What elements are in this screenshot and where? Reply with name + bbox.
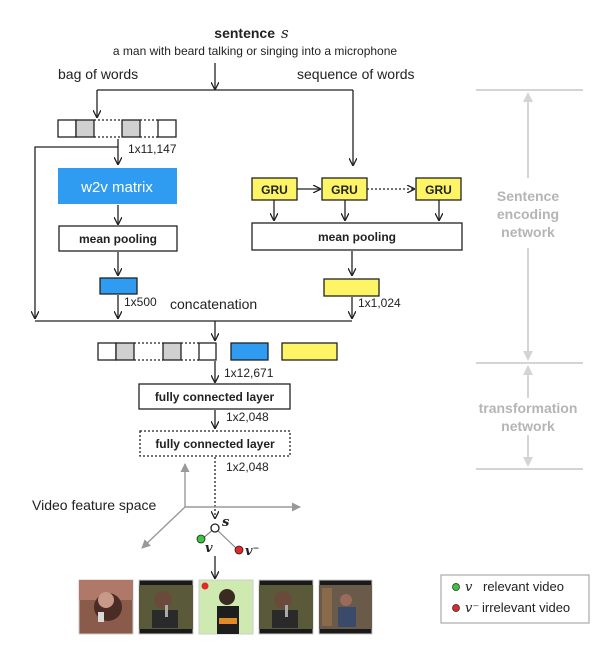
bow-mean-pooling-label: mean pooling bbox=[79, 232, 157, 246]
svg-text:GRU: GRU bbox=[261, 183, 288, 197]
bow-dim-label: 1x11,147 bbox=[128, 142, 177, 156]
relevant-point-label: v bbox=[205, 541, 213, 556]
transformation-label: transformation bbox=[479, 400, 578, 416]
sentence-encoding-label: Sentence bbox=[497, 188, 559, 204]
sentence-variable: s bbox=[281, 24, 289, 42]
sentence-title: sentence bbox=[214, 25, 275, 41]
sentence-point bbox=[210, 523, 220, 533]
red-dot-icon bbox=[452, 604, 460, 612]
fc-layer-1-box bbox=[138, 383, 291, 410]
fc-layer-2-box bbox=[139, 430, 291, 457]
legend-item-irrelevant: v⁻ irrelevant video bbox=[452, 600, 570, 616]
concatenation-label: concatenation bbox=[170, 296, 257, 312]
gru-dim-label: 1x1,024 bbox=[358, 296, 401, 310]
concat-dim-label: 1x12,671 bbox=[224, 366, 274, 380]
bow-vector bbox=[57, 119, 177, 138]
gru-mean-pooling-label: mean pooling bbox=[318, 230, 396, 244]
w2v-matrix-box bbox=[58, 168, 177, 204]
sentence-point-label: s bbox=[222, 515, 230, 530]
green-dot-icon bbox=[452, 583, 460, 591]
gru-output-vector bbox=[323, 278, 380, 297]
svg-text:v: v bbox=[465, 580, 473, 595]
relevant-video-point bbox=[196, 534, 206, 544]
video-thumbnail[interactable] bbox=[258, 579, 314, 635]
fc-layer-1-label: fully connected layer bbox=[155, 390, 275, 404]
bag-of-words-label: bag of words bbox=[58, 66, 138, 82]
irrelevant-point-label: v⁻ bbox=[245, 544, 259, 559]
irrelevant-video-point bbox=[234, 545, 244, 555]
gru-cell: GRU bbox=[321, 177, 368, 201]
sentence-encoding-label: network bbox=[501, 224, 555, 240]
video-thumbnail[interactable] bbox=[318, 579, 373, 635]
gru-mean-pooling-box bbox=[251, 222, 463, 251]
transformation-label: network bbox=[501, 418, 555, 434]
bow-mean-pooling-box bbox=[58, 225, 178, 252]
sequence-of-words-label: sequence of words bbox=[297, 66, 415, 82]
fc-layer-1-dim: 1x2,048 bbox=[226, 410, 269, 424]
sentence-text: a man with beard talking or singing into… bbox=[113, 44, 397, 58]
feature-space-axes bbox=[141, 463, 301, 549]
gru-cell: GRU bbox=[251, 177, 298, 201]
video-thumbnail[interactable] bbox=[138, 579, 194, 635]
legend-item-relevant: v relevant video bbox=[452, 579, 564, 595]
sentence-encoding-label: encoding bbox=[497, 206, 559, 222]
w2v-dim-label: 1x500 bbox=[124, 295, 157, 309]
svg-text:relevant video: relevant video bbox=[483, 579, 564, 594]
bow-skip-line bbox=[35, 146, 118, 318]
svg-text:GRU: GRU bbox=[425, 183, 452, 197]
svg-text:GRU: GRU bbox=[331, 183, 358, 197]
w2v-output-vector bbox=[99, 277, 138, 295]
svg-text:irrelevant video: irrelevant video bbox=[482, 600, 570, 615]
video-thumbnail[interactable] bbox=[78, 579, 134, 635]
s-to-vneg-line bbox=[214, 527, 238, 550]
irrelevant-marker-icon bbox=[201, 582, 209, 590]
side-bracket bbox=[476, 89, 583, 470]
w2v-matrix-label: w2v matrix bbox=[80, 179, 153, 196]
feature-space-label: Video feature space bbox=[32, 497, 156, 513]
legend: v relevant video v⁻ irrelevant video bbox=[440, 574, 590, 624]
fc-layer-2-dim: 1x2,048 bbox=[226, 460, 269, 474]
video-thumbnail[interactable] bbox=[198, 579, 254, 635]
svg-text:v⁻: v⁻ bbox=[465, 601, 479, 616]
concat-vector bbox=[97, 342, 338, 361]
fc-layer-2-label: fully connected layer bbox=[155, 437, 275, 451]
gru-cell: GRU bbox=[415, 177, 462, 201]
